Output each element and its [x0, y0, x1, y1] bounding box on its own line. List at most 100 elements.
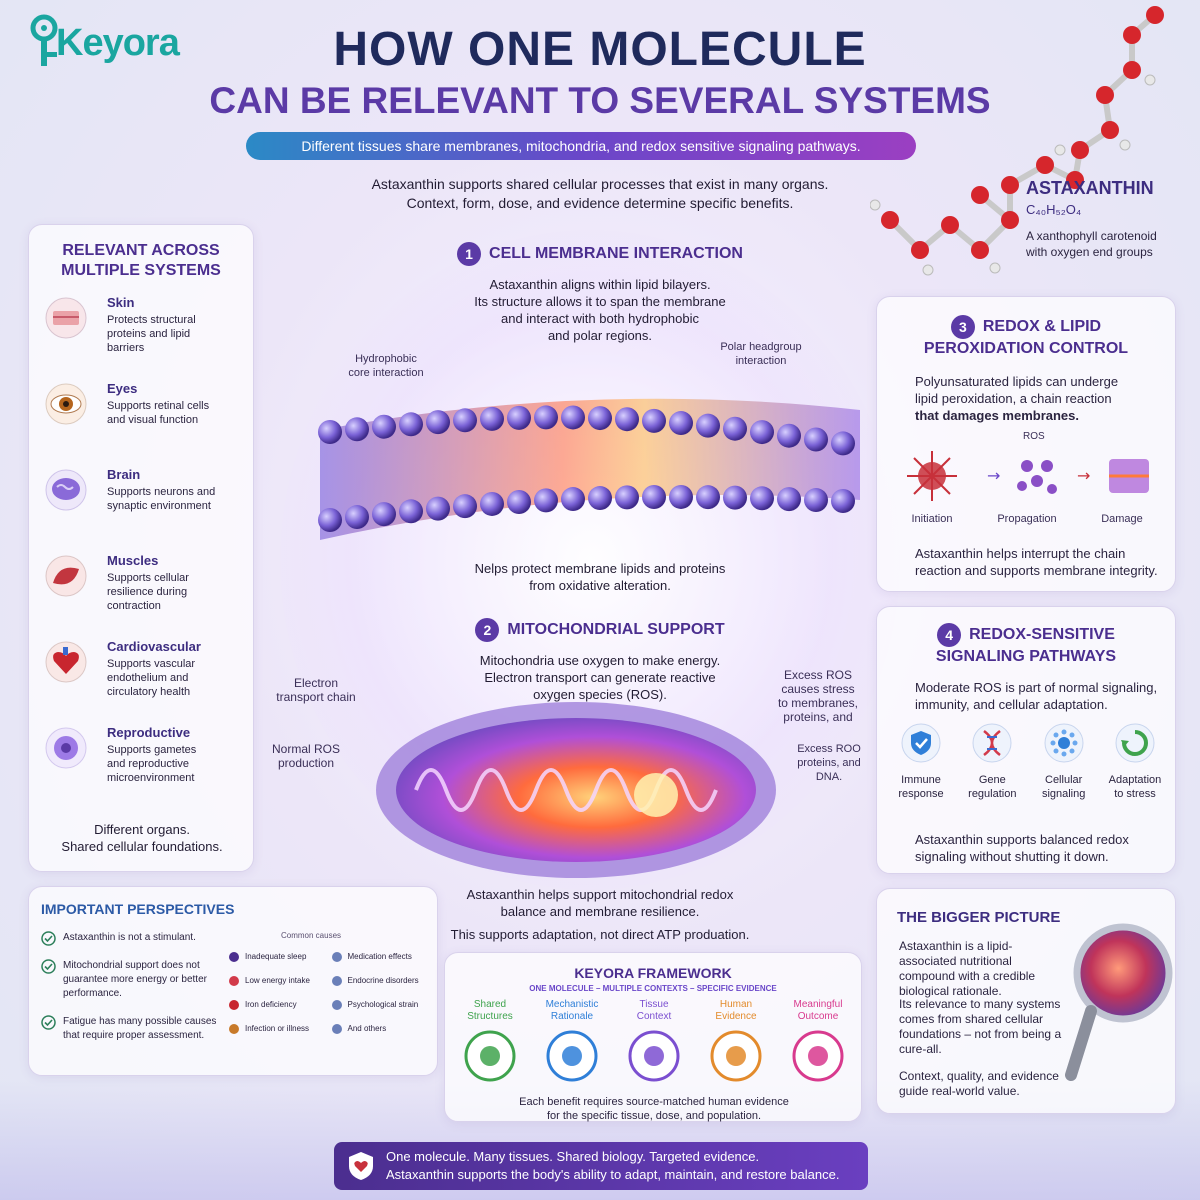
- framework-step-line-2: Outcome: [797, 1011, 839, 1022]
- membrane-headgroup-bottom: [480, 491, 504, 516]
- cause-text: Psychological strain: [347, 1000, 419, 1009]
- membrane-headgroup-bottom: [345, 505, 369, 530]
- framework-title: KEYORA FRAMEWORK: [574, 965, 732, 981]
- bigger-picture-title: THE BIGGER PICTURE: [897, 909, 1061, 926]
- section1-title: CELL MEMBRANE INTERACTION: [489, 245, 743, 263]
- causes-header: Common causes: [281, 931, 342, 940]
- logo[interactable]: Keyora: [28, 12, 218, 72]
- framework-footer: Each benefit requires source-matched hum…: [445, 1095, 863, 1123]
- framework-step-line-1: Mechanistic: [545, 999, 599, 1010]
- section4-text: Moderate ROS is part of normal signaling…: [915, 679, 1175, 713]
- membrane-headgroup-top: [426, 410, 450, 435]
- membrane-headgroup-top: [696, 413, 720, 438]
- cause-item: Psychological strain: [331, 999, 435, 1011]
- section1-text-line-3: and interact with both hydrophobic: [500, 311, 699, 326]
- logo-key-icon: [30, 14, 58, 66]
- membrane-headgroup-top: [372, 414, 396, 439]
- section3-title-line-1: REDOX & LIPID: [982, 318, 1102, 336]
- membrane-headgroup-top: [777, 423, 801, 448]
- signaling-item[interactable]: Gene regulation: [958, 723, 1026, 801]
- section4-title-line-1: REDOX-SENSITIVE: [969, 626, 1115, 644]
- membrane-headgroup-bottom: [696, 485, 720, 510]
- perspectives-title: IMPORTANT PERSPECTIVES: [41, 901, 235, 917]
- systems-footer-line-1: Different organs.: [94, 822, 190, 837]
- perspective-text: Fatigue has many possible causes that re…: [63, 1016, 217, 1041]
- label-excess-ros-line-4: proteins, and: [783, 710, 853, 724]
- cause-icon: [331, 1024, 342, 1034]
- intro-line-1: Astaxanthin supports shared cellular pro…: [371, 176, 829, 192]
- membrane-headgroup-top: [588, 406, 612, 431]
- membrane-headgroup-bottom: [561, 487, 585, 512]
- section4-title-line-2: SIGNALING PATHWAYS: [935, 648, 1117, 665]
- membrane-headgroup-bottom: [318, 508, 342, 532]
- check-icon: [41, 931, 56, 946]
- section3-footer: Astaxanthin helps interrupt the chain re…: [915, 545, 1158, 579]
- section3-number: 3: [950, 315, 975, 339]
- signaling-item-line-1: Adaptation: [1108, 774, 1162, 786]
- skin-icon: [45, 297, 87, 339]
- membrane-headgroup-bottom: [750, 486, 774, 511]
- section1-caption-line-2: from oxidative alteration.: [529, 578, 671, 593]
- section4-footer: Astaxanthin supports balanced redox sign…: [915, 831, 1129, 865]
- membrane-headgroup-bottom: [399, 499, 423, 524]
- membrane-headgroup-bottom: [588, 486, 612, 511]
- section2-caption-line-1: Astaxanthin helps support mitochondrial …: [466, 887, 734, 902]
- membrane-headgroup-bottom: [669, 484, 693, 509]
- cause-item: Inadequate sleep: [229, 951, 332, 963]
- section4-number: 4: [937, 623, 962, 647]
- signaling-item-line-1: Gene: [978, 774, 1006, 786]
- section2-text-line-2: Electron transport can generate reactive: [484, 670, 716, 685]
- framework-footer-line-2: for the specific tissue, dose, and popul…: [546, 1110, 762, 1122]
- perspective-text: Mitochondrial support does not guarantee…: [63, 960, 207, 999]
- framework-step-line-1: Meaningful: [793, 999, 843, 1010]
- section1-text-line-4: and polar regions.: [547, 328, 653, 343]
- signaling-item-line-2: regulation: [968, 788, 1017, 800]
- check-icon: [41, 1015, 56, 1030]
- shield-icon: [901, 723, 941, 763]
- systems-footer: Different organs. Shared cellular founda…: [29, 821, 255, 855]
- cause-text: And others: [347, 1024, 387, 1033]
- membrane-headgroup-top: [615, 407, 639, 432]
- membrane-headgroup-top: [399, 412, 423, 437]
- label-excess-ros-line-2: causes stress: [781, 682, 855, 696]
- section2-text-line-1: Mitochondria use oxygen to make energy.: [479, 653, 721, 668]
- section2-text: Mitochondria use oxygen to make energy. …: [410, 652, 790, 703]
- framework-step-line-2: Rationale: [550, 1011, 594, 1022]
- system-item-text: Supports gametes and reproductive microe…: [107, 744, 197, 784]
- section2-text-line-3: oxygen species (ROS).: [533, 687, 667, 702]
- svg-text:→: →: [987, 466, 1000, 485]
- systems-title-line-2: MULTIPLE SYSTEMS: [61, 262, 221, 279]
- bigger-picture-p2: Its relevance to many systems comes from…: [899, 997, 1062, 1056]
- section4-text-line-1: Moderate ROS is part of normal signaling…: [915, 680, 1158, 695]
- section4-footer-line-1: Astaxanthin supports balanced redox: [915, 832, 1129, 847]
- section1-caption: Nelps protect membrane lipids and protei…: [400, 560, 800, 594]
- molecule-description: A xanthophyll carotenoid with oxygen end…: [1026, 229, 1157, 259]
- framework-footer-line-1: Each benefit requires source-matched hum…: [519, 1096, 789, 1108]
- heart-icon: [45, 641, 87, 683]
- intro: Astaxanthin supports shared cellular pro…: [280, 175, 920, 213]
- section4-text-line-2: immunity, and cellular adaptation.: [915, 697, 1108, 712]
- framework-subtitle: ONE MOLECULE – MULTIPLE CONTEXTS – SPECI…: [529, 984, 777, 993]
- membrane-headgroup-bottom: [615, 485, 639, 510]
- molecule-name: ASTAXANTHIN: [1026, 178, 1154, 198]
- label-etc-line-1: Electron: [293, 676, 339, 690]
